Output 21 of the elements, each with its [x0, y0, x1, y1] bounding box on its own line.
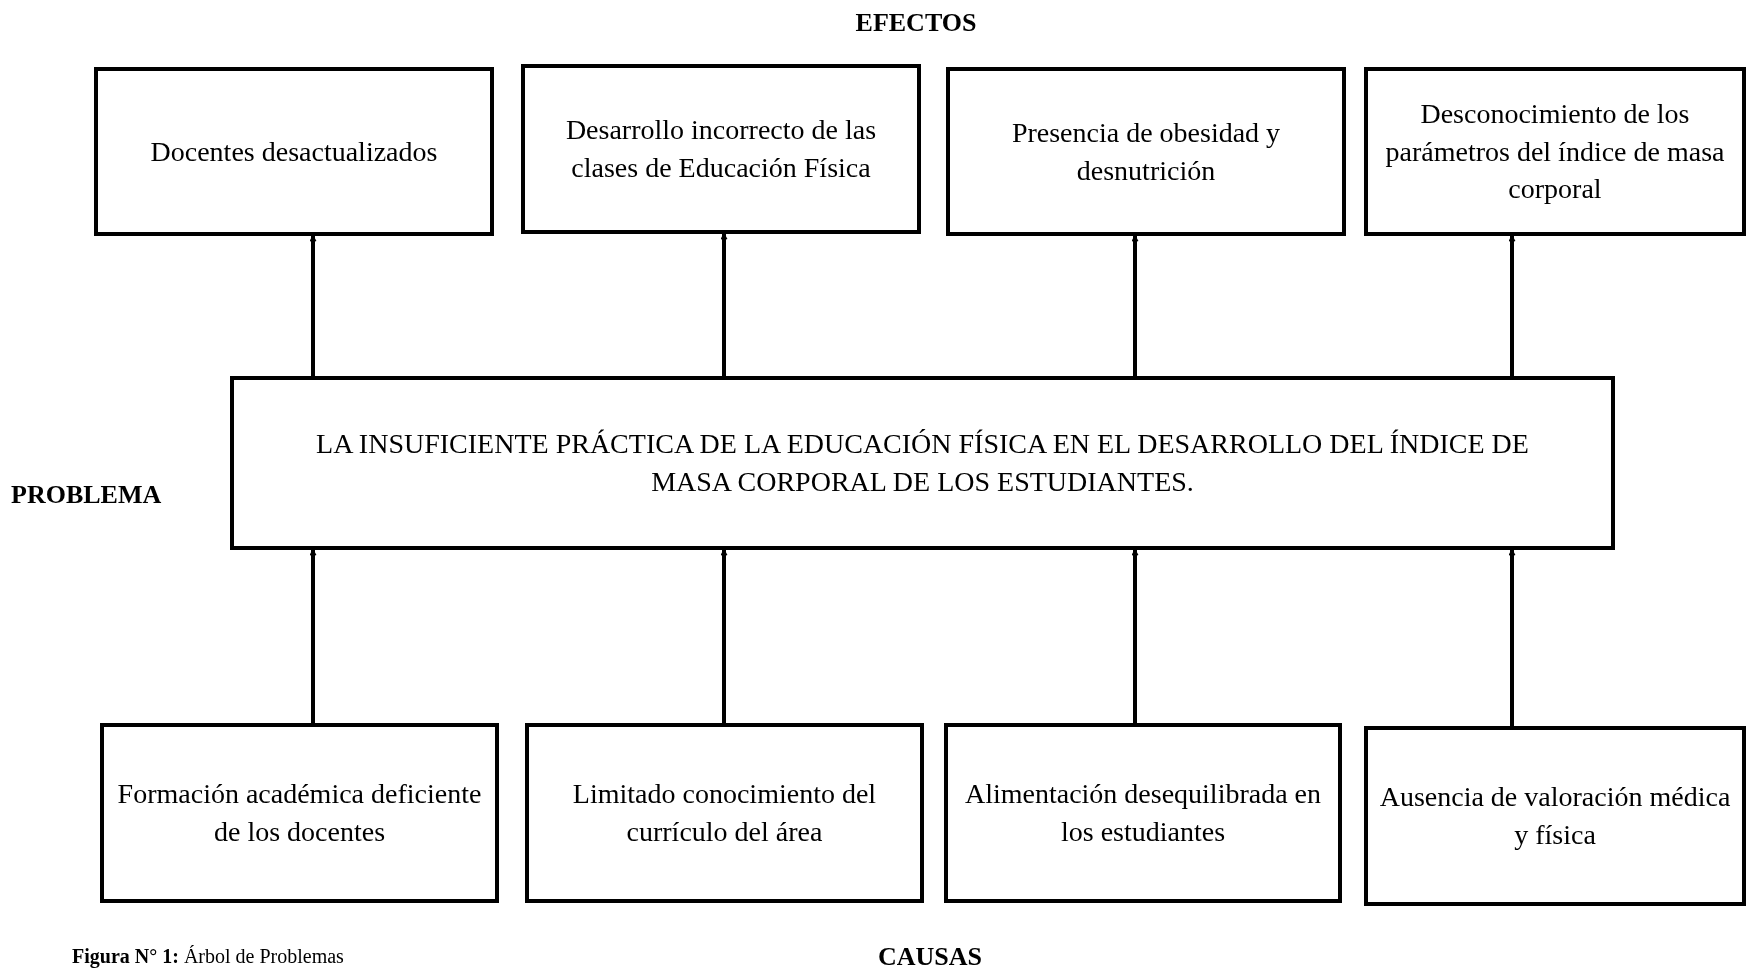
- process-box: Docentes desactualizados: [94, 67, 494, 236]
- arrow: [1508, 549, 1516, 726]
- arrow: [1508, 235, 1516, 376]
- section-heading: EFECTOS: [855, 8, 977, 38]
- process-box: Ausencia de valoración médica y física: [1364, 726, 1746, 906]
- arrow: [309, 235, 317, 376]
- arrow: [309, 549, 317, 723]
- section-heading: PROBLEMA: [11, 480, 162, 510]
- process-box: Formación académica deficiente de los docentes: [100, 723, 499, 903]
- arrow: [720, 549, 728, 723]
- arrow: [720, 233, 728, 376]
- section-heading: CAUSAS: [878, 942, 982, 972]
- process-box: Presencia de obesidad y desnutrición: [946, 67, 1346, 236]
- arrow: [1131, 235, 1139, 376]
- figure-caption: Figura N° 1: Árbol de Problemas: [72, 945, 344, 968]
- process-box: Desarrollo incorrecto de las clases de Educación Física: [521, 64, 921, 234]
- arrow: [1131, 549, 1139, 723]
- process-box: Alimentación desequilibrada en los estudiantes: [944, 723, 1342, 903]
- process-box: Desconocimiento de los parámetros del índice de masa corporal: [1364, 67, 1746, 236]
- problem-box: LA INSUFICIENTE PRÁCTICA DE LA EDUCACIÓN FÍSICA EN EL DESARROLLO DEL ÍNDICE DE MASA CORPORAL DE LOS ESTUDIANTES.: [230, 376, 1615, 550]
- process-box: Limitado conocimiento del currículo del área: [525, 723, 924, 903]
